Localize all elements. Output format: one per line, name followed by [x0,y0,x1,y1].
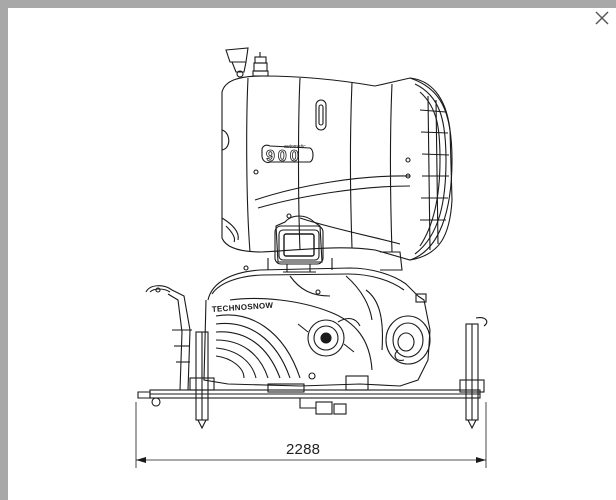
window-left-bar [0,0,8,500]
close-icon[interactable] [594,10,610,26]
window-top-bar [0,0,616,8]
fan-housing [221,75,453,261]
width-dimension-label: 2288 [286,441,321,458]
base-body [203,251,431,387]
model-badge-subtext: automatic [284,144,306,150]
control-panel [274,213,324,273]
beacon-light-icon [225,47,269,78]
model-badge-number: 900 [266,148,302,165]
chassis-frame [137,285,488,430]
brand-logo: TECHNOSNOW [212,301,274,314]
width-dimension-line [135,402,487,468]
model-badge [261,144,314,164]
